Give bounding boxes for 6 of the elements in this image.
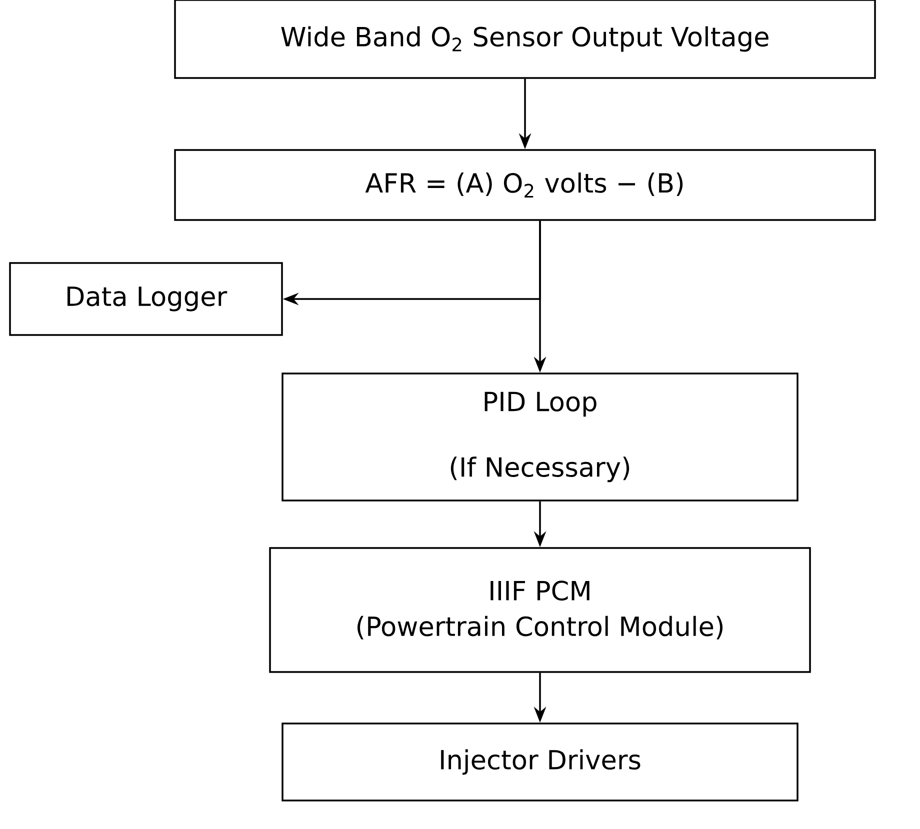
process-box: AFR = (A) O$_{2}$ volts − (B) bbox=[174, 149, 876, 221]
process-box: Wide Band O$_{2}$ Sensor Output Voltage bbox=[174, 0, 876, 79]
process-box: Data Logger bbox=[9, 262, 283, 336]
process-box: PID Loop (If Necessary) bbox=[282, 372, 798, 502]
process-box: Injector Drivers bbox=[282, 722, 798, 802]
process-box: IIIF PCM (Powertrain Control Module) bbox=[269, 547, 811, 673]
